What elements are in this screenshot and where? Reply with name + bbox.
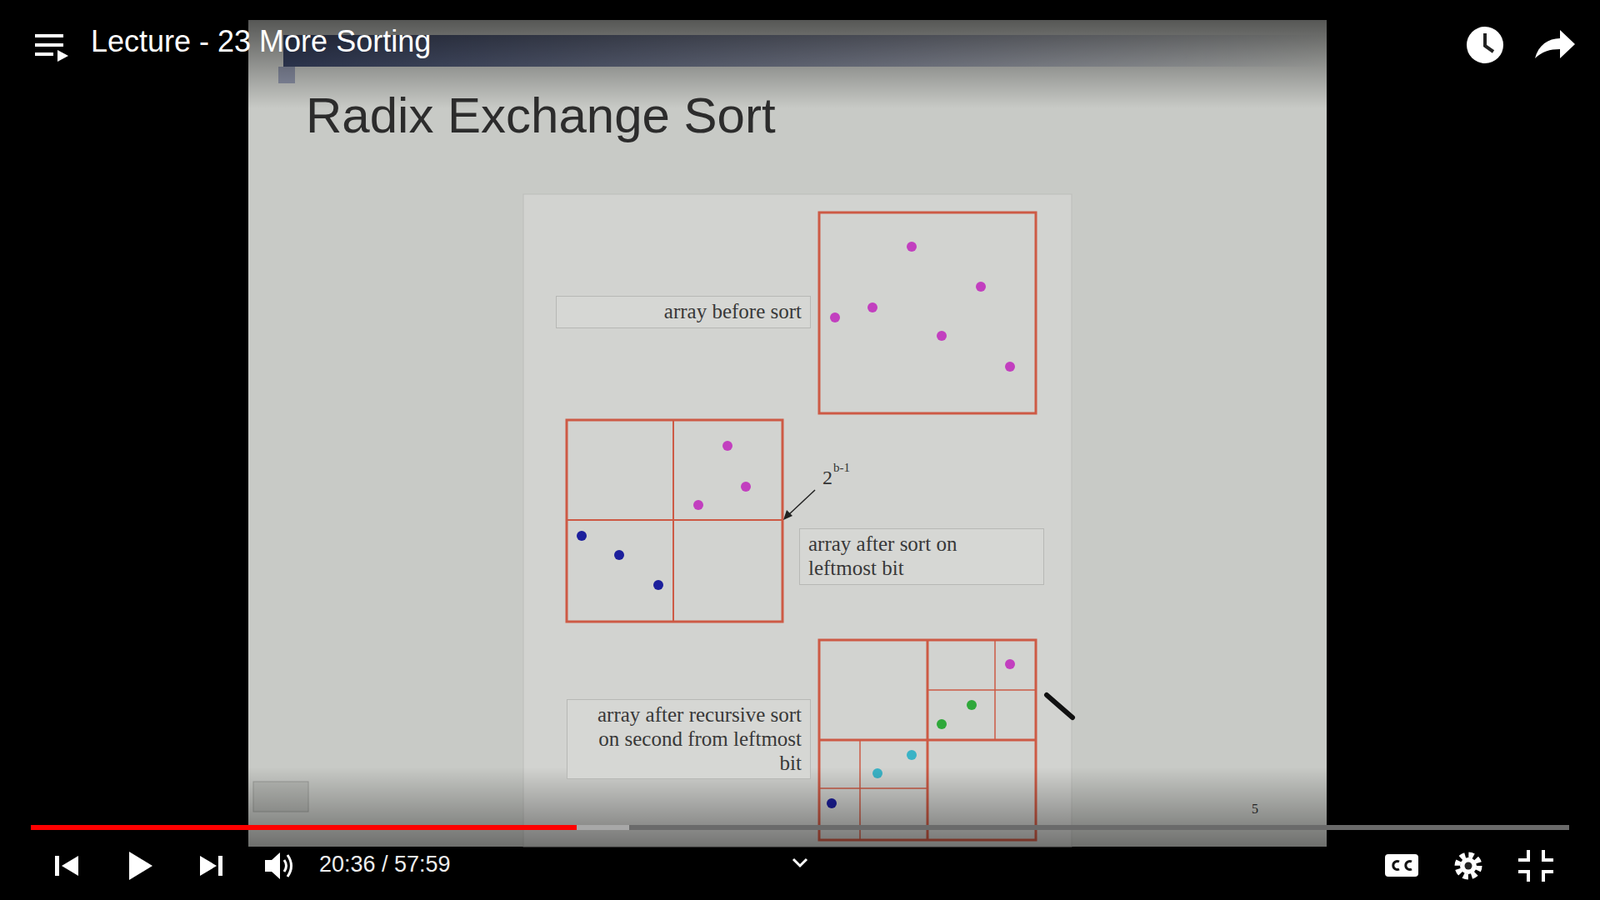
settings-icon: [1460, 857, 1477, 875]
watch-later-icon: [1466, 26, 1504, 64]
play-icon: [129, 851, 153, 880]
progress-bar: [30, 825, 630, 830]
scatter-after-first-bit: [693, 440, 751, 510]
caption-text: array after sort on leftmost bit: [808, 532, 963, 581]
scatter-after-first-bit: [576, 530, 587, 541]
scatter-after-first-bit: [614, 550, 625, 560]
scatter-after-second-bit: [936, 719, 947, 730]
watch-later-icon: [1466, 26, 1504, 64]
scatter-after-first-bit: [576, 530, 664, 590]
scatter-after-first-bit: [722, 440, 733, 451]
scatter-after-first-bit: [566, 519, 783, 521]
top-shade: [0, 0, 1600, 109]
scatter-after-first-bit: [693, 500, 704, 510]
share-icon: [1535, 30, 1575, 59]
exit-fullscreen-icon: [1543, 850, 1554, 860]
scatter-after-first-bit: [566, 420, 783, 622]
formula-exponent: b-1: [833, 460, 850, 475]
settings-icon: [1457, 855, 1480, 877]
previous-icon: [61, 855, 79, 876]
caption-text: array after recursive sort on second fro…: [593, 703, 802, 775]
scatter-after-second-bit: [819, 739, 1036, 742]
time-display: 20:36 / 57:59: [319, 852, 451, 878]
bottom-shade: [0, 766, 1600, 900]
watch-later-icon: [1485, 33, 1494, 52]
slide: [248, 20, 1327, 847]
captions-icon: [1385, 854, 1419, 877]
scatter-after-first-bit: [653, 580, 664, 590]
scatter-before: [830, 312, 840, 323]
settings-icon: [1457, 855, 1480, 877]
caption-box: array after sort on leftmost bit: [799, 528, 1045, 585]
scatter-after-second-bit: [906, 750, 917, 760]
exit-fullscreen-icon: [1543, 871, 1554, 882]
progress-bar: [30, 825, 1570, 830]
slide-number: 5: [1251, 801, 1259, 817]
scatter-before: [819, 212, 1036, 414]
volume-icon: [265, 852, 292, 880]
settings-icon: [1465, 862, 1473, 870]
previous-icon: [55, 855, 79, 876]
next-icon: [200, 855, 217, 876]
playlist-icon: [35, 43, 64, 47]
slide: [248, 20, 1327, 847]
volume-icon: [265, 852, 280, 880]
scatter-before: [819, 212, 1036, 414]
next-icon: [200, 855, 223, 876]
scatter-before: [867, 302, 878, 313]
leader-line: [783, 510, 793, 520]
slide: [523, 194, 1072, 847]
captions-icon: [1385, 854, 1419, 877]
leader-line: [788, 490, 815, 515]
scatter-before: [975, 281, 986, 292]
scatter-after-second-bit: [966, 700, 977, 710]
caption-text: array before sort: [565, 300, 802, 325]
scatter-after-second-bit: [1005, 659, 1015, 670]
leader-line: [783, 490, 815, 520]
scatter-after-second-bit: [927, 689, 1036, 691]
pen-pointer: [1046, 695, 1073, 718]
scatter-after-first-bit: [566, 420, 783, 622]
progress-bar: [30, 825, 1570, 830]
formula-base: 2: [822, 466, 833, 489]
playlist-icon: [57, 50, 69, 62]
progress-bar: [30, 825, 577, 830]
exit-fullscreen-icon: [1518, 871, 1529, 882]
playlist-icon: [35, 52, 54, 56]
next-icon: [218, 855, 223, 876]
chevron-icon: [793, 859, 807, 866]
scatter-after-first-bit: [740, 481, 751, 492]
caption-box: array before sort: [555, 295, 811, 329]
video-title: Lecture - 23 More Sorting: [90, 25, 431, 59]
exit-fullscreen-icon: [1518, 850, 1529, 860]
scatter-before: [1005, 361, 1015, 372]
previous-icon: [55, 855, 60, 876]
caption-box: array after recursive sort on second fro…: [566, 699, 811, 780]
playlist-icon: [35, 34, 64, 38]
captions-icon: [1405, 861, 1412, 870]
volume-icon: [287, 855, 292, 877]
captions-icon: [1393, 861, 1400, 870]
scatter-before: [936, 330, 947, 341]
scatter-before: [906, 241, 917, 252]
playlist-icon: [35, 34, 69, 62]
exit-fullscreen-icon: [1518, 850, 1554, 882]
slide-title: Radix Exchange Sort: [305, 86, 776, 145]
volume-icon: [284, 860, 287, 872]
